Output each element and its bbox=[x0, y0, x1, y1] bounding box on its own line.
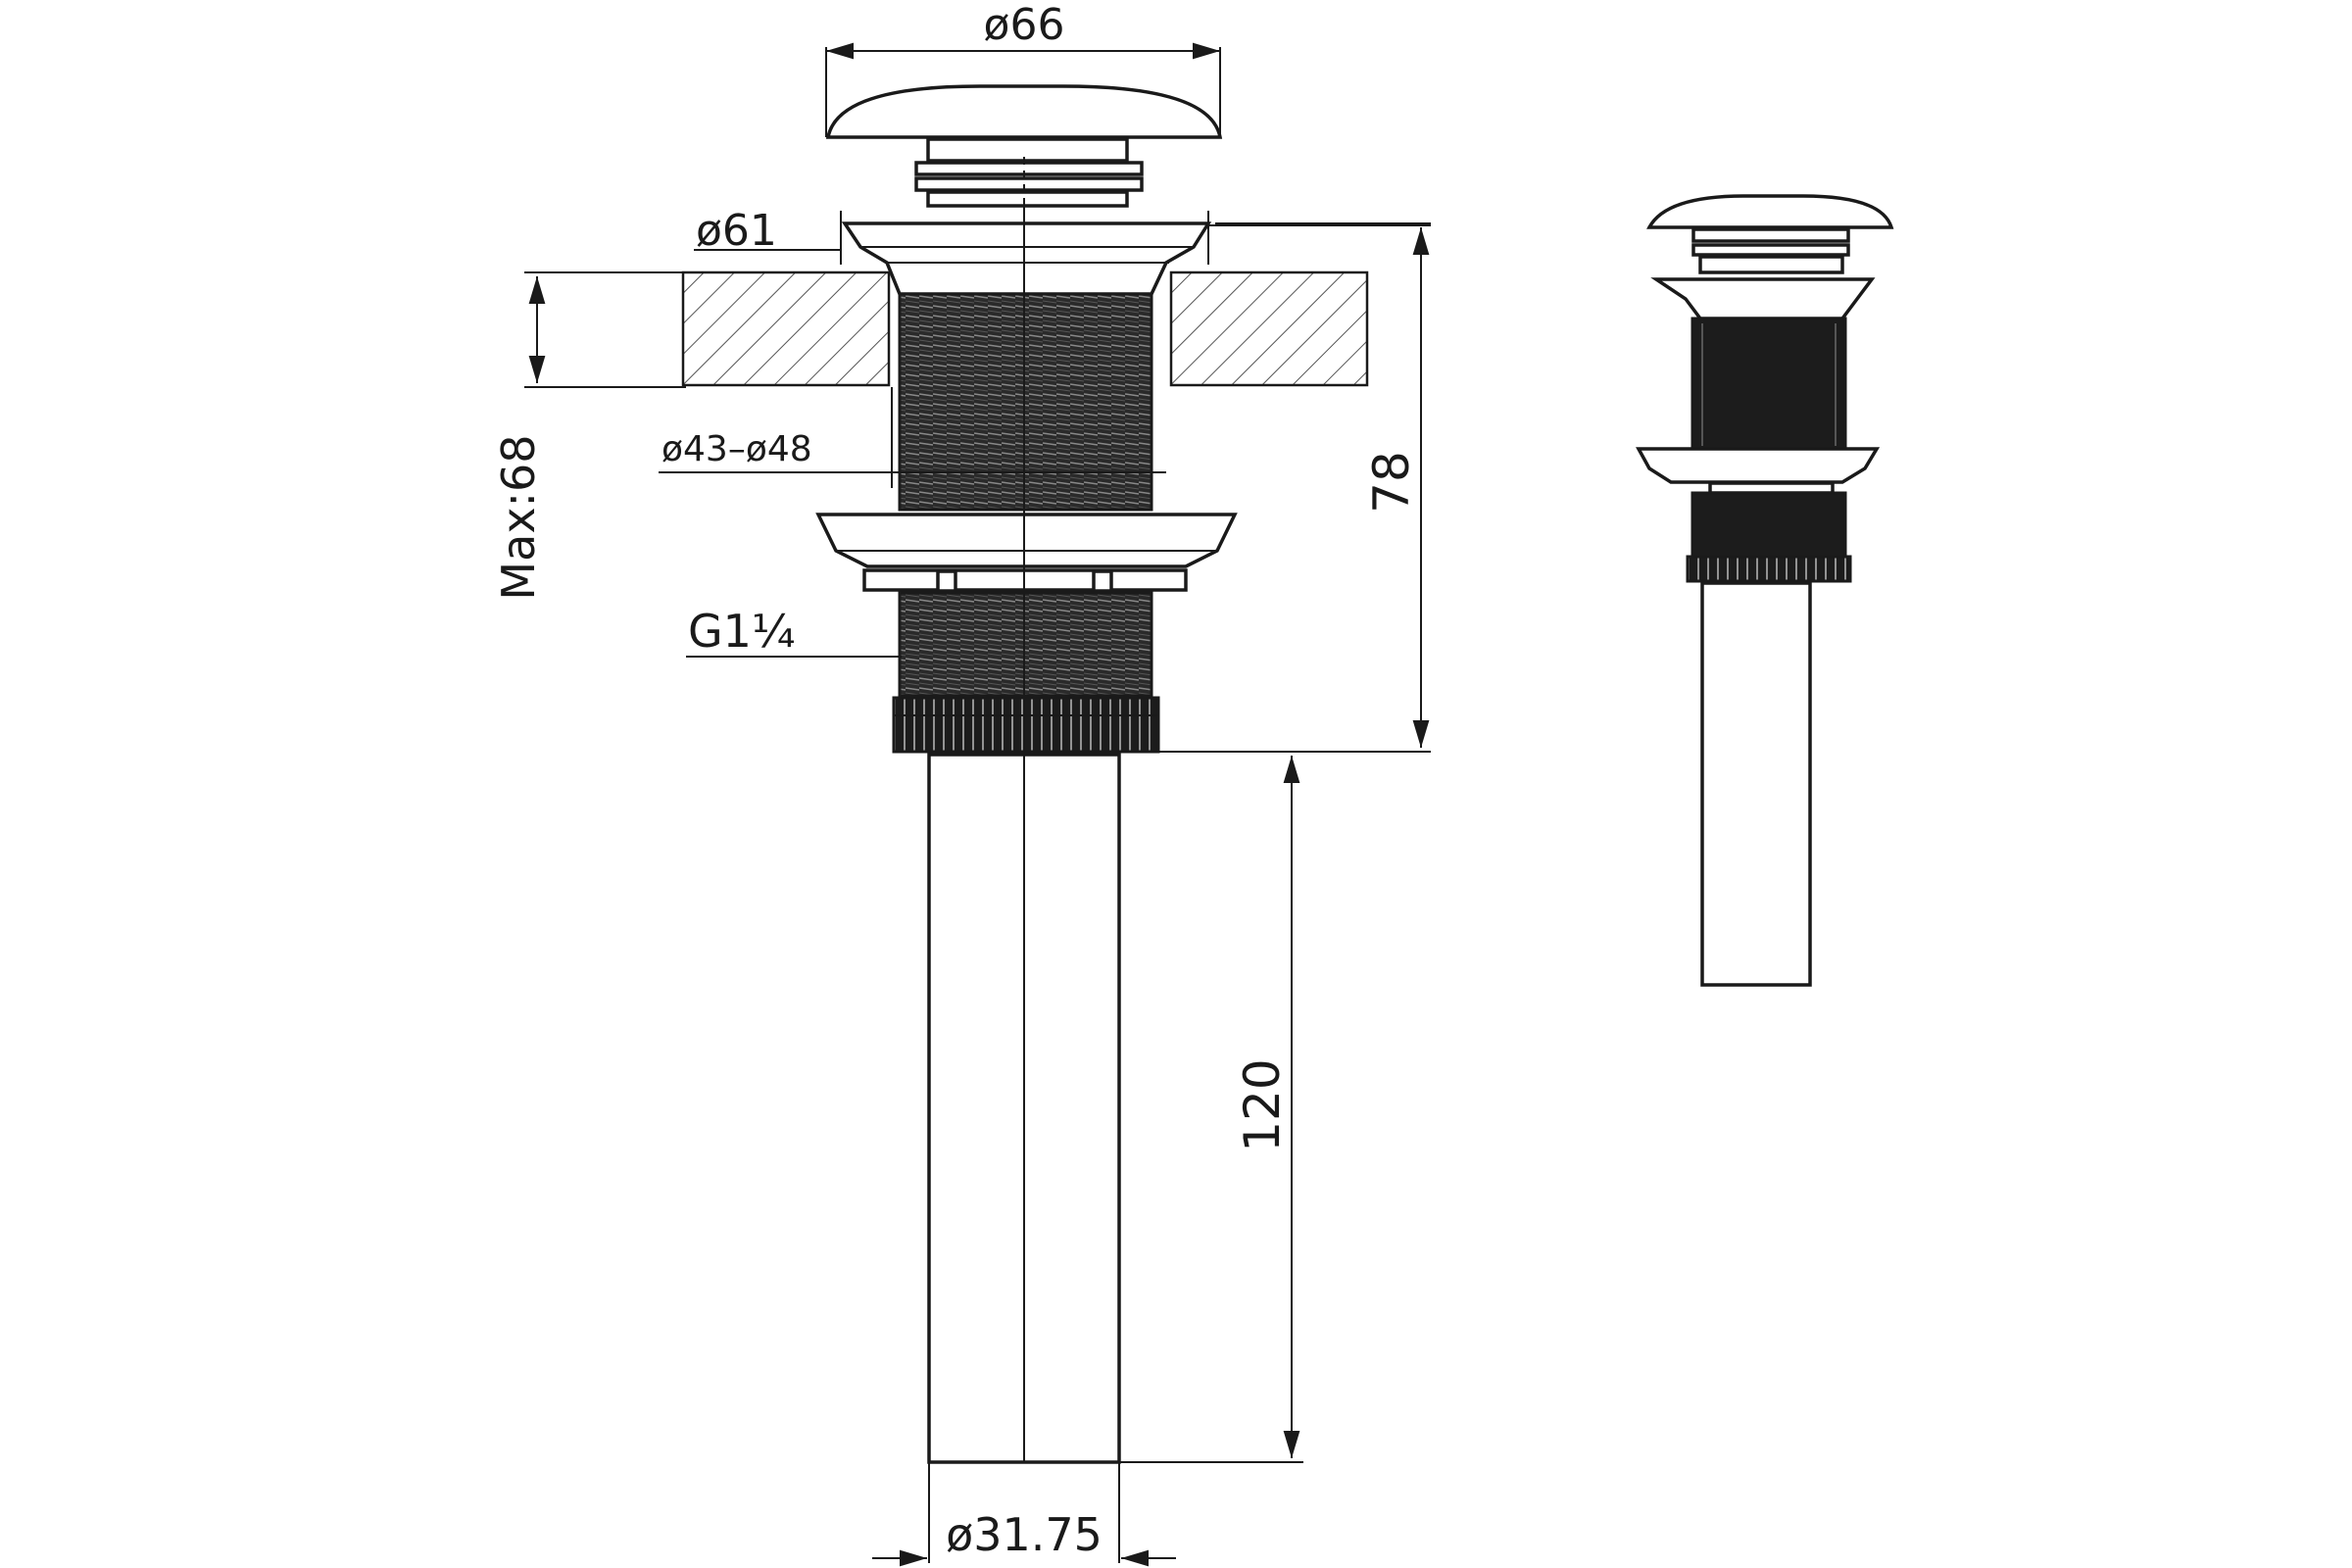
side-washer bbox=[1636, 447, 1881, 484]
main-elevation-view bbox=[681, 84, 1369, 1464]
knurled-nut bbox=[892, 696, 1160, 754]
side-tail-pipe bbox=[1700, 581, 1812, 987]
popup-cap bbox=[825, 84, 1223, 139]
side-thread-body bbox=[1690, 317, 1847, 453]
dim-max-thickness: Max:68 bbox=[492, 434, 545, 600]
side-cap bbox=[1646, 194, 1894, 229]
dimensions: ø66 ø61 ø43–ø48 G1¼ Max:68 78 120 ø bbox=[492, 0, 1431, 1567]
side-view bbox=[1636, 194, 1894, 987]
seal-ring-upper bbox=[914, 161, 1144, 176]
dim-hole-diameter: ø43–ø48 bbox=[662, 429, 812, 469]
side-upper-flange bbox=[1650, 277, 1876, 320]
dim-body-height: 78 bbox=[1363, 451, 1420, 514]
dim-tail-length: 120 bbox=[1234, 1058, 1291, 1152]
locking-washer bbox=[815, 513, 1238, 568]
basin-section-left bbox=[681, 270, 891, 387]
dim-tail-diameter: ø31.75 bbox=[946, 1508, 1102, 1561]
dim-thread-size: G1¼ bbox=[688, 605, 796, 658]
cap-stem bbox=[926, 137, 1129, 163]
dim-flange-diameter: ø61 bbox=[696, 206, 777, 256]
seal-ring-base bbox=[926, 190, 1129, 208]
side-nut bbox=[1686, 555, 1852, 583]
thread-body-upper bbox=[898, 292, 1153, 512]
side-lower-thread bbox=[1690, 491, 1847, 559]
dim-cap-diameter: ø66 bbox=[984, 0, 1065, 50]
basin-section-right bbox=[1169, 270, 1369, 387]
upper-flange bbox=[841, 221, 1212, 296]
thread-body-lower bbox=[898, 591, 1153, 698]
seal-ring-lower bbox=[914, 176, 1144, 192]
